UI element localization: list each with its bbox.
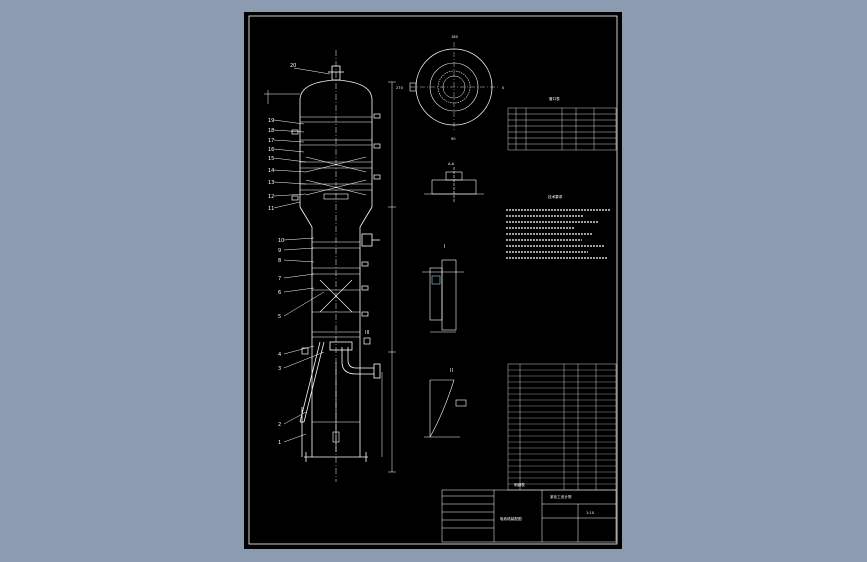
callout-19: 19 — [268, 118, 274, 124]
technical-notes — [506, 209, 610, 259]
sheet-border — [248, 15, 618, 545]
detail-view-1 — [424, 167, 484, 202]
callout-6: 6 — [278, 290, 281, 296]
upper-internals — [300, 116, 372, 200]
top-view-angle-right: 0 — [502, 86, 505, 90]
callout-13: 13 — [268, 180, 274, 186]
support-skirt — [299, 341, 325, 457]
nozzle-table — [507, 107, 617, 151]
callout-10: 10 — [278, 238, 284, 244]
callout-numbers: 20 19 18 17 16 15 14 13 12 11 10 9 8 7 6… — [268, 63, 296, 446]
callout-15: 15 — [268, 156, 274, 162]
callout-5: 5 — [278, 314, 281, 320]
detail-view-3 — [424, 379, 467, 438]
parts-list — [507, 363, 617, 491]
parts-list-rows — [508, 369, 616, 485]
callout-18: 18 — [268, 128, 274, 134]
detail-title-1: A-A — [448, 162, 455, 166]
inlet-pipes — [329, 233, 381, 379]
top-view-angle-left: 270 — [396, 86, 404, 90]
callout-14: 14 — [268, 168, 274, 174]
title-drawing-name: 吸收塔装配图 — [500, 516, 522, 521]
callout-7: 7 — [278, 276, 281, 282]
callout-16: 16 — [268, 147, 274, 153]
callout-8: 8 — [278, 258, 281, 264]
drawing-sheet: 20 19 18 17 16 15 14 13 12 11 10 9 8 7 6… — [244, 12, 622, 549]
section-label-I: I — [444, 244, 445, 250]
detail-view-2 — [422, 259, 464, 333]
callout-12: 12 — [268, 194, 274, 200]
callout-leaders — [273, 67, 331, 443]
top-view-angle-top: 180 — [451, 35, 459, 39]
side-nozzles — [291, 113, 381, 355]
callout-17: 17 — [268, 138, 274, 144]
callout-20: 20 — [290, 63, 296, 69]
callout-4: 4 — [278, 352, 281, 358]
cad-drawing: 20 19 18 17 16 15 14 13 12 11 10 9 8 7 6… — [248, 15, 618, 545]
callout-1: 1 — [278, 440, 281, 446]
title-scale: 1:10 — [586, 511, 595, 515]
title-company: 某化工设计院 — [550, 494, 572, 499]
parts-list-title: 明细表 — [514, 482, 525, 487]
top-view — [409, 42, 498, 132]
callout-11: 11 — [268, 206, 274, 212]
nozzle-table-title: 管口表 — [549, 96, 560, 101]
dimension-lines — [264, 81, 396, 473]
callout-9: 9 — [278, 248, 281, 254]
column-body — [299, 50, 373, 482]
callout-3: 3 — [278, 366, 281, 372]
callout-2: 2 — [278, 422, 281, 428]
top-view-angle-bottom: 90 — [451, 137, 456, 141]
notes-title: 技术要求 — [548, 194, 563, 199]
section-label-II: II — [450, 368, 453, 374]
lower-internals — [312, 241, 360, 452]
section-label-III: III — [365, 330, 369, 336]
title-block — [441, 489, 617, 543]
